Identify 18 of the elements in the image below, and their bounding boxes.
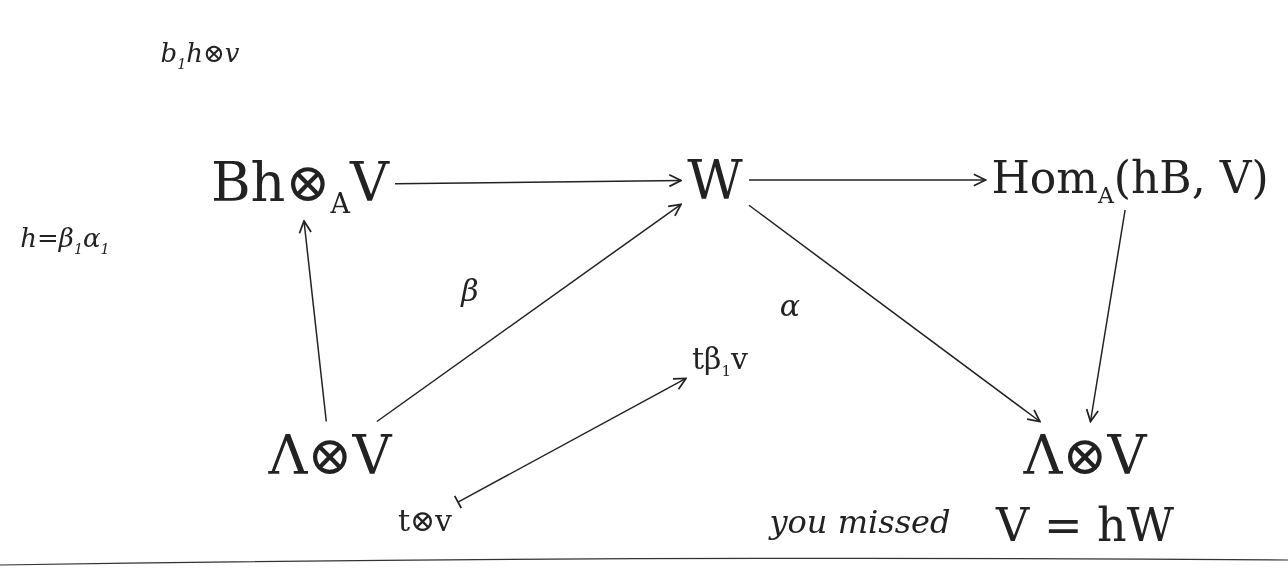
arrow [453,377,687,510]
arrow [1085,209,1126,423]
math-expression: W [687,148,743,212]
math-expression: Λ⊗V [1023,423,1147,487]
note-text: h=β$_{1}$α$_{1}$ [20,223,110,257]
arrow [748,173,987,187]
arrow [376,203,682,423]
math-expression: tβ$_{1}$v [692,340,748,376]
math-expression: t⊗v [397,502,453,538]
note-text: b$_{1}$h⊗v [160,38,240,72]
note-text: V = hW [996,498,1174,552]
math-expression: Hom$_{A}$(hB, V) [991,152,1269,204]
math-expression: Λ⊗V [268,423,392,487]
note-text: you missed [769,503,951,541]
arrow [748,204,1041,423]
math-expression: Bh⊗$_{A}$V [210,151,390,215]
arrow [394,173,682,188]
arrow [298,220,328,423]
